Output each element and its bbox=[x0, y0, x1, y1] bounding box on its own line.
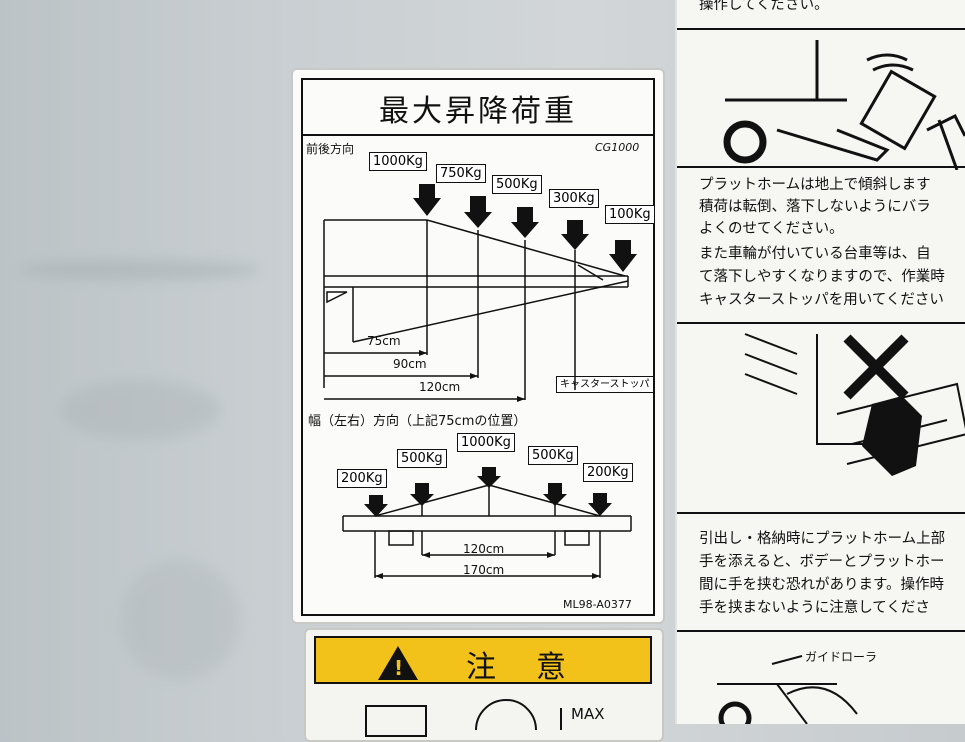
load-1000kg-label: 1000Kg bbox=[369, 152, 427, 171]
load-300kg-label: 300Kg bbox=[549, 189, 599, 208]
para1-line: また車輪が付いている台車等は、自 bbox=[699, 246, 931, 262]
load-diagram bbox=[323, 184, 637, 579]
para1-line: 積荷は転倒、落下しないようにバラ bbox=[699, 199, 931, 215]
para2-line: 間に手を挟む恐れがあります。操作時 bbox=[699, 577, 945, 593]
para1-line: て落下しやすくなりますので、作業時 bbox=[699, 269, 945, 285]
plate-frame: 最大昇降荷重 前後方向 CG1000 1000Kg 750Kg 500Kg 30… bbox=[301, 78, 655, 616]
section-fore-aft-label: 前後方向 bbox=[306, 142, 355, 156]
exclamation-icon: ! bbox=[394, 656, 404, 680]
lateral-500kg-left-label: 500Kg bbox=[397, 449, 447, 468]
load-100kg-label: 100Kg bbox=[605, 205, 655, 224]
panel-divider bbox=[677, 166, 965, 168]
lateral-200kg-right-label: 200Kg bbox=[583, 463, 633, 482]
para1-line: キャスターストッパを用いてください bbox=[699, 292, 944, 308]
load-500kg-label: 500Kg bbox=[492, 175, 542, 194]
dim-120cm-label: 120cm bbox=[419, 380, 461, 394]
para2-line: 手を挟まないように注意してくださ bbox=[699, 600, 930, 616]
hand-pinch-illustration bbox=[744, 333, 965, 476]
caution-band: ! 注意 bbox=[314, 636, 652, 685]
instruction-panel: 操作してください。 プラットホームは地上で傾斜します 積荷は転倒、落下しないよう… bbox=[675, 0, 965, 724]
lateral-200kg-left-label: 200Kg bbox=[337, 469, 387, 488]
model-code: CG1000 bbox=[595, 141, 640, 154]
panel-divider bbox=[677, 28, 965, 30]
tilt-illustration bbox=[723, 40, 965, 170]
instruction-top-line: 操作してください。 bbox=[699, 0, 829, 13]
guide-roller-label: ガイドローラ bbox=[805, 650, 878, 664]
para2-line: 引出し・格納時にプラットホーム上部 bbox=[699, 531, 946, 547]
dim-90cm-label: 90cm bbox=[393, 357, 427, 371]
wall-stain bbox=[20, 260, 260, 280]
panel-divider bbox=[677, 630, 965, 632]
load-750kg-label: 750Kg bbox=[436, 164, 486, 183]
lateral-1000kg-label: 1000Kg bbox=[457, 433, 515, 452]
warning-triangle-icon bbox=[378, 646, 418, 680]
wall-stain bbox=[120, 560, 240, 680]
load-capacity-plate: 最大昇降荷重 前後方向 CG1000 1000Kg 750Kg 500Kg 30… bbox=[291, 68, 665, 624]
caster-stopper-label: キャスターストッパ bbox=[556, 376, 654, 393]
para1-line: プラットホームは地上で傾斜します bbox=[699, 177, 931, 193]
title-divider bbox=[303, 134, 653, 136]
panel-divider bbox=[677, 322, 965, 324]
para2-line: 手を添えると、ボデーとプラットホー bbox=[699, 554, 945, 570]
lateral-500kg-right-label: 500Kg bbox=[528, 446, 578, 465]
dim-lateral-170cm-label: 170cm bbox=[463, 563, 505, 577]
dim-lateral-120cm-label: 120cm bbox=[463, 542, 505, 556]
para1-line: よくのせてください。 bbox=[699, 221, 844, 237]
part-number: ML98-A0377 bbox=[563, 598, 632, 611]
max-label: MAX bbox=[571, 705, 605, 723]
panel-divider bbox=[677, 512, 965, 514]
section-lateral-label: 幅（左右）方向（上記75cmの位置） bbox=[308, 414, 527, 429]
caution-label: 注意 bbox=[466, 650, 606, 685]
caution-plate: ! 注意 MAX bbox=[304, 628, 664, 742]
wall-stain bbox=[60, 380, 220, 440]
plate-title: 最大昇降荷重 bbox=[379, 94, 577, 129]
guide-roller-illustration bbox=[717, 655, 858, 724]
